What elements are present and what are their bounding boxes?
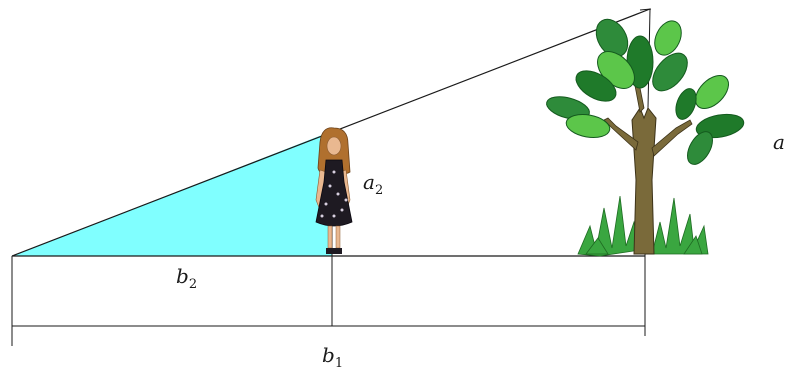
dress-pattern [320, 170, 348, 218]
girl-shoes [326, 248, 342, 254]
girl-leg-left [327, 225, 333, 249]
tree-branch-right [651, 119, 693, 157]
tree-trunk [631, 106, 657, 255]
girl-face [326, 136, 342, 156]
label-a2: a2 [363, 170, 383, 198]
tree-illustration [546, 18, 745, 257]
tree-top-tick [639, 8, 652, 11]
tree-branch-left [603, 117, 639, 151]
girl-leg-right [335, 225, 341, 249]
grass [577, 195, 709, 257]
label-b1: b1 [322, 343, 343, 371]
tree-leaves [546, 18, 745, 165]
label-b2: b2 [176, 264, 197, 292]
girl-figure [315, 127, 353, 254]
label-a: a [773, 130, 785, 154]
